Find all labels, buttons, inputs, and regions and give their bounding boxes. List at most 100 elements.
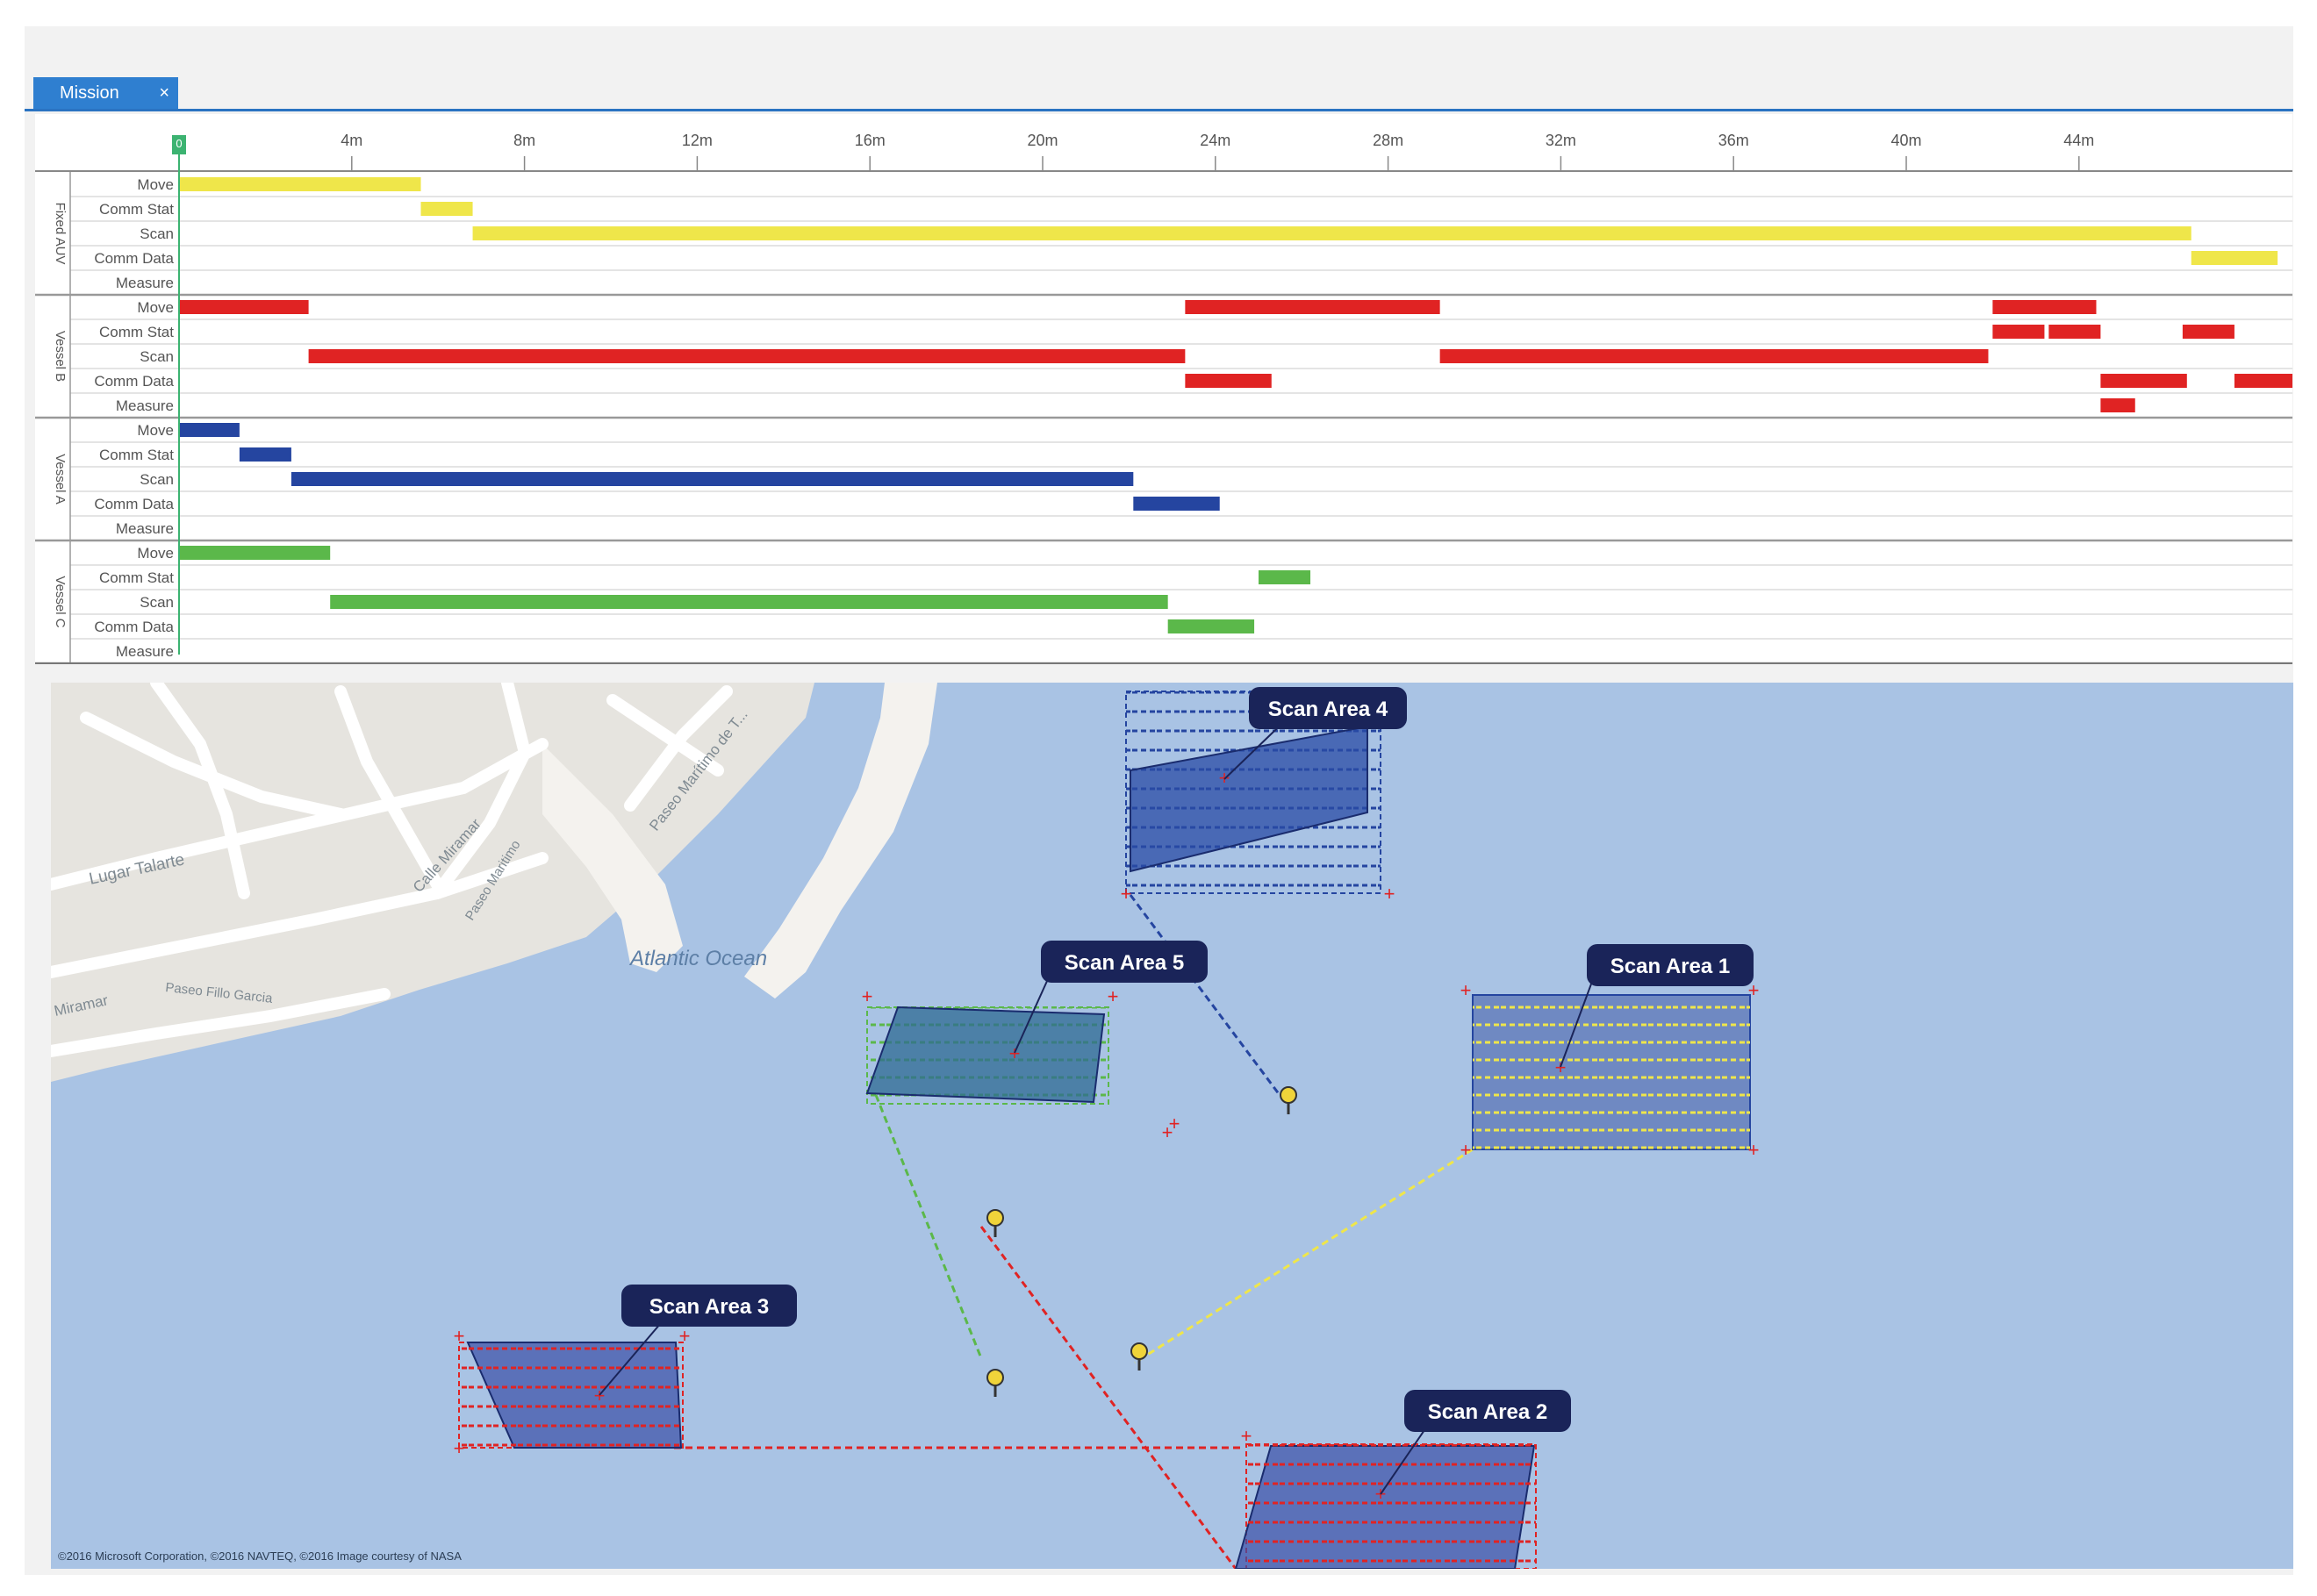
task-row-label: Comm Stat <box>99 201 174 218</box>
task-bar[interactable] <box>179 546 331 560</box>
ruler-tick-label: 16m <box>855 132 886 149</box>
vehicle-label: Vessel B <box>53 331 68 382</box>
map-view[interactable]: Lugar Talarte Calle Miramar Paseo Mariti… <box>45 676 2293 1570</box>
svg-text:+: + <box>1555 1056 1567 1078</box>
task-bar[interactable] <box>308 349 1186 363</box>
vessel-marker-icon[interactable] <box>1130 1342 1148 1371</box>
task-row-label: Move <box>137 545 174 562</box>
tab-bar <box>25 77 2293 111</box>
svg-text:+: + <box>862 985 873 1007</box>
vessel-markers <box>986 1086 1297 1397</box>
ruler-tick-label: 32m <box>1546 132 1576 149</box>
task-row-label: Comm Data <box>94 496 174 512</box>
svg-text:+: + <box>1219 767 1230 789</box>
task-bar[interactable] <box>1167 619 1255 633</box>
streets <box>45 676 733 1057</box>
task-bar[interactable] <box>291 472 1134 486</box>
task-row-label: Measure <box>116 520 174 537</box>
task-bar[interactable] <box>1992 325 2045 339</box>
task-row-label: Scan <box>140 348 174 365</box>
task-row-label: Scan <box>140 471 174 488</box>
task-row-label: Move <box>137 176 174 193</box>
scan-area-1-label: Scan Area 1 <box>1610 955 1731 978</box>
task-row-label: Comm Stat <box>99 324 174 340</box>
map-copyright: ©2016 Microsoft Corporation, ©2016 NAVTE… <box>58 1549 462 1563</box>
svg-text:+: + <box>1460 1139 1472 1161</box>
ruler-tick-label: 20m <box>1027 132 1058 149</box>
svg-text:+: + <box>1748 1139 1760 1161</box>
svg-text:+: + <box>1460 979 1472 1001</box>
ruler-tick-label: 8m <box>513 132 535 149</box>
task-bar[interactable] <box>2234 374 2317 388</box>
svg-text:+: + <box>454 1437 465 1459</box>
task-row-label: Comm Stat <box>99 447 174 463</box>
task-row-label: Measure <box>116 397 174 414</box>
ocean-label: Atlantic Ocean <box>628 947 767 970</box>
ruler-tick-label: 36m <box>1718 132 1749 149</box>
ruler-tick-label: 4m <box>341 132 362 149</box>
task-bar[interactable] <box>330 595 1168 609</box>
tab-mission-label: Mission <box>60 83 119 103</box>
vehicle-labels: Fixed AUV Vessel B Vessel A Vessel C <box>53 203 68 628</box>
task-bar[interactable] <box>179 177 421 191</box>
vehicle-label: Vessel A <box>53 454 68 505</box>
scan-area-5[interactable]: + + + + Scan Area 5 <box>862 941 1208 1143</box>
waypoint-crosshair: + <box>1169 1113 1180 1134</box>
task-bar[interactable] <box>2100 374 2187 388</box>
svg-text:+: + <box>679 1325 691 1347</box>
task-bar[interactable] <box>1133 497 1220 511</box>
vehicle-label: Vessel C <box>53 576 68 627</box>
ruler-tick-label: 28m <box>1373 132 1403 149</box>
vessel-marker-icon[interactable] <box>986 1209 1004 1237</box>
playhead-handle[interactable] <box>172 135 186 154</box>
task-bar[interactable] <box>472 226 2191 240</box>
scan-area-4-label: Scan Area 4 <box>1268 698 1388 721</box>
scan-area-5-label: Scan Area 5 <box>1065 951 1185 975</box>
task-bar[interactable] <box>1259 570 1311 584</box>
task-bar[interactable] <box>179 423 240 437</box>
vessel-marker-icon[interactable] <box>1280 1086 1297 1114</box>
playhead-label: 0 <box>176 137 182 150</box>
vessel-marker-icon[interactable] <box>986 1369 1004 1397</box>
ruler-tick-label: 44m <box>2063 132 2094 149</box>
task-bar[interactable] <box>2100 398 2135 412</box>
ruler-tick-label: 12m <box>682 132 713 149</box>
task-bar[interactable] <box>239 447 291 462</box>
svg-text:+: + <box>1108 985 1119 1007</box>
task-row-label: Comm Data <box>94 373 174 390</box>
svg-text:+: + <box>1121 883 1132 905</box>
svg-text:+: + <box>1748 979 1760 1001</box>
vehicle-label: Fixed AUV <box>53 203 68 265</box>
task-row-label: Scan <box>140 225 174 242</box>
close-icon[interactable]: × <box>159 83 169 103</box>
task-bar[interactable] <box>1439 349 1989 363</box>
map-canvas: Lugar Talarte Calle Miramar Paseo Mariti… <box>45 676 2293 1570</box>
svg-text:+: + <box>454 1325 465 1347</box>
task-row-label: Move <box>137 422 174 439</box>
scan-area-3-label: Scan Area 3 <box>649 1295 770 1319</box>
scan-area-4[interactable]: + + + Scan Area 4 <box>1121 687 1407 905</box>
task-bar[interactable] <box>420 202 473 216</box>
ruler-tick-label: 24m <box>1200 132 1230 149</box>
task-row-label: Comm Data <box>94 250 174 267</box>
task-bar[interactable] <box>1992 300 2097 314</box>
task-bar[interactable] <box>2048 325 2101 339</box>
task-row-label: Comm Stat <box>99 569 174 586</box>
task-bar[interactable] <box>179 300 309 314</box>
timeline-ruler <box>35 114 2292 172</box>
transit-paths <box>674 894 1474 1570</box>
scan-area-2[interactable]: + + Scan Area 2 <box>1234 1390 1571 1570</box>
scan-area-3[interactable]: + + + + Scan Area 3 <box>454 1285 797 1459</box>
tab-mission[interactable]: Mission × <box>33 77 178 109</box>
task-bar[interactable] <box>2191 251 2278 265</box>
task-bar[interactable] <box>2182 325 2235 339</box>
svg-text:+: + <box>1162 1121 1173 1143</box>
row-grid <box>35 172 2292 665</box>
pier-east <box>744 683 937 998</box>
task-bar[interactable] <box>1185 374 1272 388</box>
scan-area-1[interactable]: + + + + + Scan Area 1 <box>1460 944 1760 1161</box>
task-bar[interactable] <box>1185 300 1440 314</box>
task-row-label: Measure <box>116 275 174 291</box>
